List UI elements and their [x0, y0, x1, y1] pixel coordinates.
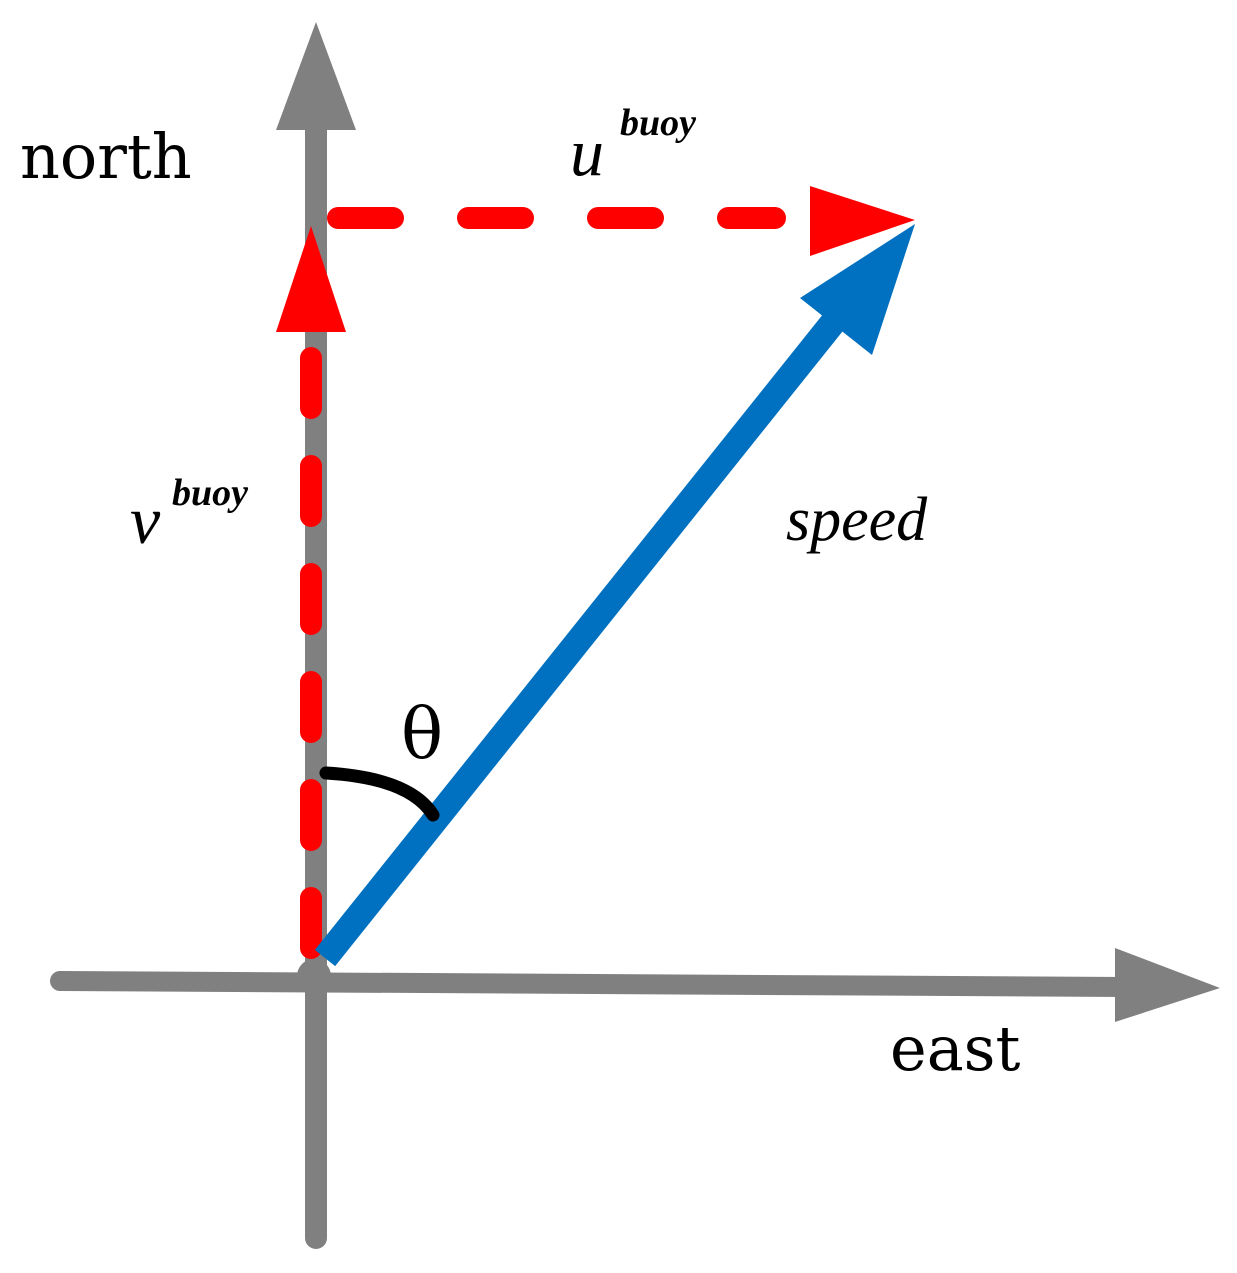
u-buoy-arrowhead: [810, 186, 915, 256]
speed-vector-line: [314, 311, 846, 967]
theta-label: θ: [401, 693, 443, 775]
angle-theta-arc: [319, 766, 440, 822]
east-axis-arrowhead: [1115, 948, 1220, 1022]
origin-point: [297, 959, 331, 993]
speed-vector: [314, 224, 915, 967]
u-buoy-component: [327, 186, 915, 256]
east-axis: [50, 948, 1220, 1022]
north-label: north: [20, 120, 192, 193]
v-buoy-label-main: v: [130, 482, 161, 558]
v-buoy-component: [276, 226, 346, 959]
east-label: east: [890, 1012, 1020, 1085]
east-axis-line: [50, 971, 1135, 997]
u-buoy-label-main: u: [570, 114, 604, 190]
v-buoy-arrowhead: [276, 226, 346, 332]
speed-label: speed: [786, 486, 928, 554]
speed-vector-arrowhead: [800, 224, 915, 355]
north-axis-arrowhead: [276, 22, 356, 130]
v-buoy-label-superscript: buoy: [172, 472, 248, 514]
u-buoy-label-superscript: buoy: [620, 102, 696, 144]
